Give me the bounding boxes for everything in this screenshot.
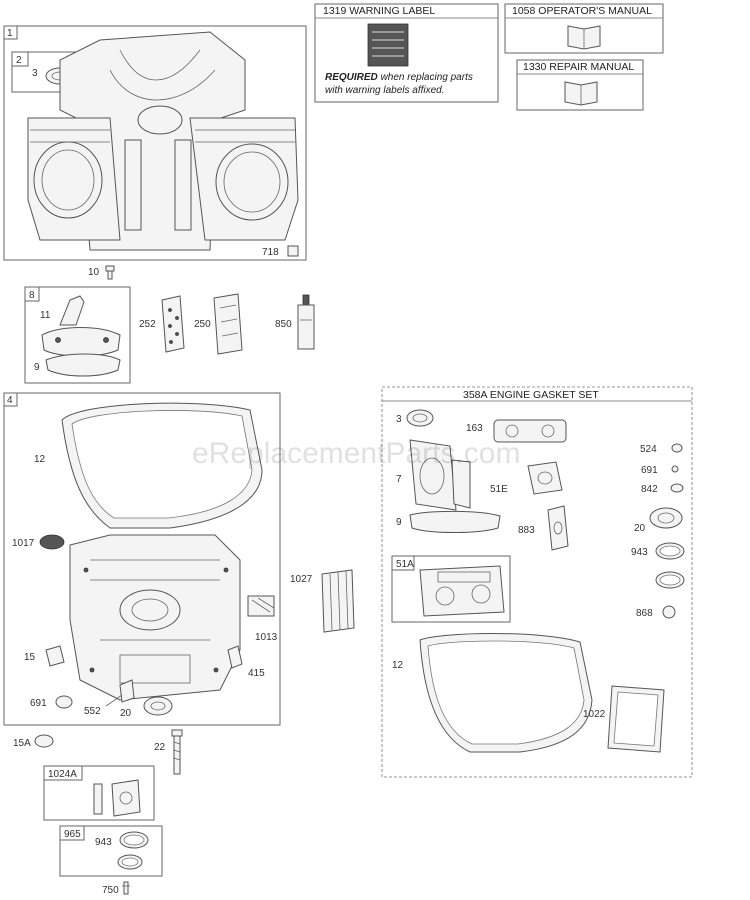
book-icon xyxy=(567,25,601,50)
callout-1013: 1013 xyxy=(255,632,278,643)
group-1024a[interactable]: 1024A xyxy=(43,765,155,821)
callout-7: 7 xyxy=(396,474,402,485)
breather-tube xyxy=(59,295,85,326)
repair-manual-title: 1330 REPAIR MANUAL xyxy=(523,61,634,73)
callout-842: 842 xyxy=(641,484,658,495)
intake-gasket-51a xyxy=(419,565,505,617)
oil-filter-1027 xyxy=(321,569,355,633)
callout-9: 9 xyxy=(34,362,40,373)
callout-252: 252 xyxy=(139,319,156,330)
callout-1027: 1027 xyxy=(290,574,313,585)
bolt-10 xyxy=(105,265,115,280)
pin-750 xyxy=(122,881,130,895)
sealant-tube-850 xyxy=(297,294,315,350)
seal-524 xyxy=(671,443,683,453)
callout-1022: 1022 xyxy=(583,709,606,720)
svg-text:REQUIRED when replacing parts: REQUIRED when replacing parts xyxy=(325,72,473,83)
carburetor-gasket-163 xyxy=(493,419,567,443)
group-1-cylinder[interactable]: 1 2 3 718 xyxy=(3,25,307,261)
o-ring-691 xyxy=(55,695,73,709)
breather-gasket xyxy=(409,510,501,533)
watermark: eReplacementParts.com xyxy=(192,437,520,470)
group-965[interactable]: 965 943 xyxy=(59,825,163,877)
callout-11: 11 xyxy=(40,310,51,321)
callout-943: 943 xyxy=(95,837,112,848)
reed-plate-250 xyxy=(213,293,243,355)
oil-seal-20 xyxy=(649,507,683,529)
group-4-crankcase[interactable]: 4 12 1017 1027 1013 15 415 xyxy=(3,392,313,726)
operators-manual-box[interactable]: 1058 OPERATOR'S MANUAL xyxy=(504,3,664,54)
screw-22 xyxy=(171,729,183,775)
group-tag-8: 8 xyxy=(29,290,35,301)
o-ring-691 xyxy=(671,465,679,473)
callout-9: 9 xyxy=(396,517,402,528)
cylinder-assembly xyxy=(27,31,299,251)
group-tag-1024a: 1024A xyxy=(48,769,77,780)
dowel-pin xyxy=(287,245,299,257)
crankcase-body xyxy=(69,534,241,701)
callout-12: 12 xyxy=(392,660,404,671)
group-tag-2: 2 xyxy=(16,55,22,66)
group-tag-1: 1 xyxy=(7,28,13,39)
warning-label-title: 1319 WARNING LABEL xyxy=(323,5,435,17)
operators-manual-title: 1058 OPERATOR'S MANUAL xyxy=(512,5,652,17)
callout-12: 12 xyxy=(34,454,46,465)
oil-fill-cap xyxy=(39,534,65,550)
plug-552 xyxy=(119,679,135,703)
callout-51e: 51E xyxy=(490,484,508,495)
callout-524: 524 xyxy=(640,444,657,455)
filter-252 xyxy=(161,295,185,353)
callout-691: 691 xyxy=(641,465,658,476)
callout-15: 15 xyxy=(24,652,36,663)
callout-3: 3 xyxy=(396,414,402,425)
head-gasket-7 xyxy=(409,439,471,511)
breather-cover xyxy=(41,327,121,357)
callout-20: 20 xyxy=(120,708,132,719)
breather-gasket xyxy=(45,353,121,377)
gasket-set-358a[interactable]: 358A ENGINE GASKET SET 3 163 7 51E 9 883… xyxy=(381,386,693,778)
callout-1017: 1017 xyxy=(12,538,35,549)
callout-552: 552 xyxy=(84,706,101,717)
group-8-breather[interactable]: 8 11 9 xyxy=(24,286,131,384)
warning-note-bold: REQUIRED xyxy=(325,72,378,83)
callout-10: 10 xyxy=(88,267,100,278)
washer-842 xyxy=(670,483,684,493)
callout-883: 883 xyxy=(518,525,535,536)
dipstick-tube-1013 xyxy=(247,595,275,617)
gasket-set-title: 358A ENGINE GASKET SET xyxy=(463,389,599,401)
book-icon xyxy=(564,81,598,106)
callout-3: 3 xyxy=(32,68,38,79)
callout-22: 22 xyxy=(154,742,166,753)
plug-15a xyxy=(34,734,54,748)
callout-250: 250 xyxy=(194,319,211,330)
warning-label-icon xyxy=(367,23,409,67)
oil-seal-20 xyxy=(143,696,173,716)
oil-pump-kit xyxy=(93,779,141,817)
callout-691: 691 xyxy=(30,698,47,709)
callout-20: 20 xyxy=(634,523,646,534)
callout-718: 718 xyxy=(262,247,279,258)
seal-868 xyxy=(662,605,676,619)
plug-15 xyxy=(45,645,65,667)
exhaust-gasket-51e xyxy=(527,461,563,495)
gasket-883 xyxy=(547,505,569,551)
callout-868: 868 xyxy=(636,608,653,619)
callout-750: 750 xyxy=(102,885,119,896)
group-tag-4: 4 xyxy=(7,395,13,406)
callout-163: 163 xyxy=(466,423,483,434)
group-tag-965: 965 xyxy=(64,829,81,840)
warning-label-box[interactable]: 1319 WARNING LABEL REQUIRED when replaci… xyxy=(314,3,499,103)
callout-415: 415 xyxy=(248,668,265,679)
warning-note-rest: when replacing parts xyxy=(378,72,473,83)
warning-note-line2: with warning labels affixed. xyxy=(325,85,445,96)
fitting-415 xyxy=(227,645,243,669)
callout-15a: 15A xyxy=(13,738,31,749)
repair-manual-box[interactable]: 1330 REPAIR MANUAL xyxy=(516,59,644,111)
callout-850: 850 xyxy=(275,319,292,330)
valve-seal xyxy=(406,409,434,427)
callout-943: 943 xyxy=(631,547,648,558)
group-tag-51a: 51A xyxy=(396,559,414,570)
